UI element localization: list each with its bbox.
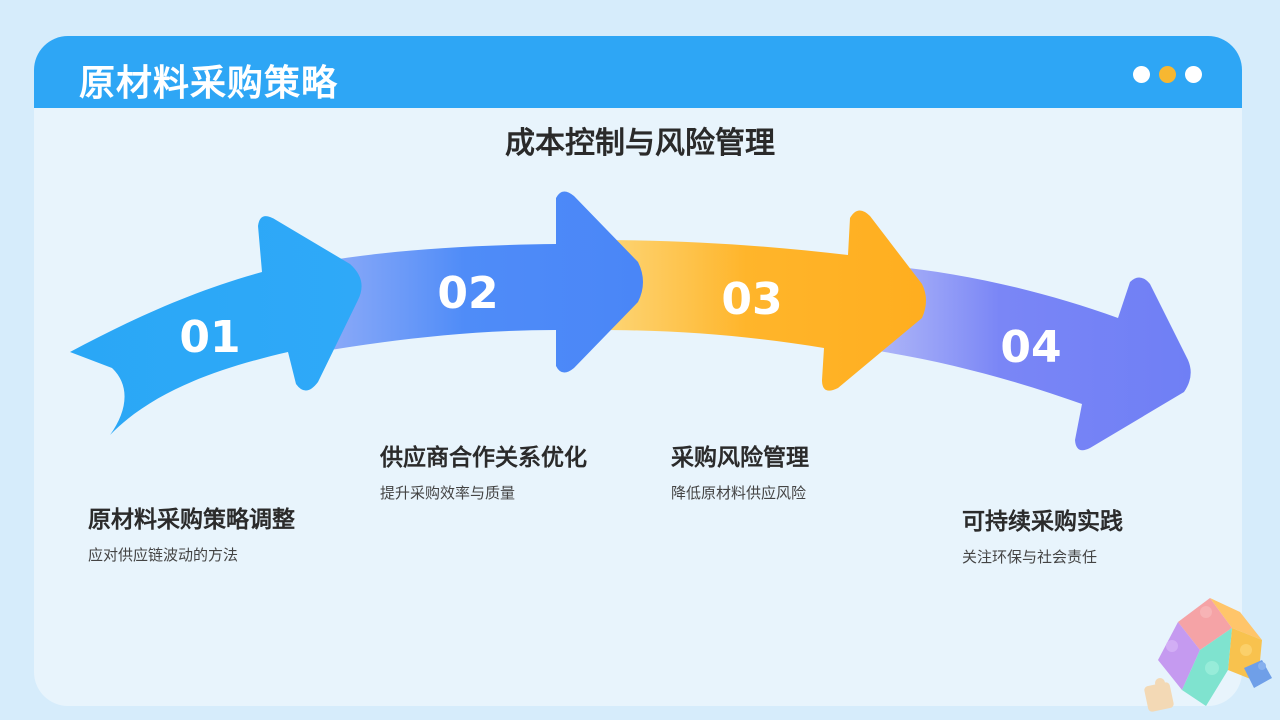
puzzle-piece-small-icon (1144, 678, 1175, 712)
